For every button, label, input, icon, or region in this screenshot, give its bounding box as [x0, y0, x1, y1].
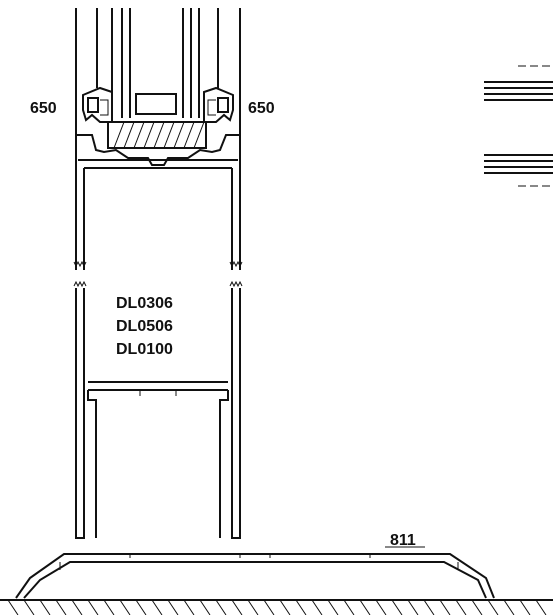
- label-811: 811: [390, 532, 416, 549]
- label-650-left: 650: [30, 100, 57, 117]
- break-marks: [73, 260, 243, 288]
- profile-650-left: [82, 86, 113, 123]
- sash-bottom-hatched: [107, 121, 207, 149]
- glazing-lines: [75, 8, 241, 270]
- right-detail-lines: [484, 65, 553, 187]
- floor-hatch: [0, 599, 553, 615]
- label-code-3: DL0100: [116, 341, 173, 358]
- label-code-2: DL0506: [116, 318, 173, 335]
- spacer-bar: [135, 93, 177, 115]
- threshold-811: [15, 546, 495, 599]
- label-650-right: 650: [248, 100, 275, 117]
- frame-top-profile: [76, 134, 240, 270]
- label-code-1: DL0306: [116, 295, 173, 312]
- profile-650-right: [203, 86, 234, 123]
- lower-frame-profile: [75, 288, 241, 539]
